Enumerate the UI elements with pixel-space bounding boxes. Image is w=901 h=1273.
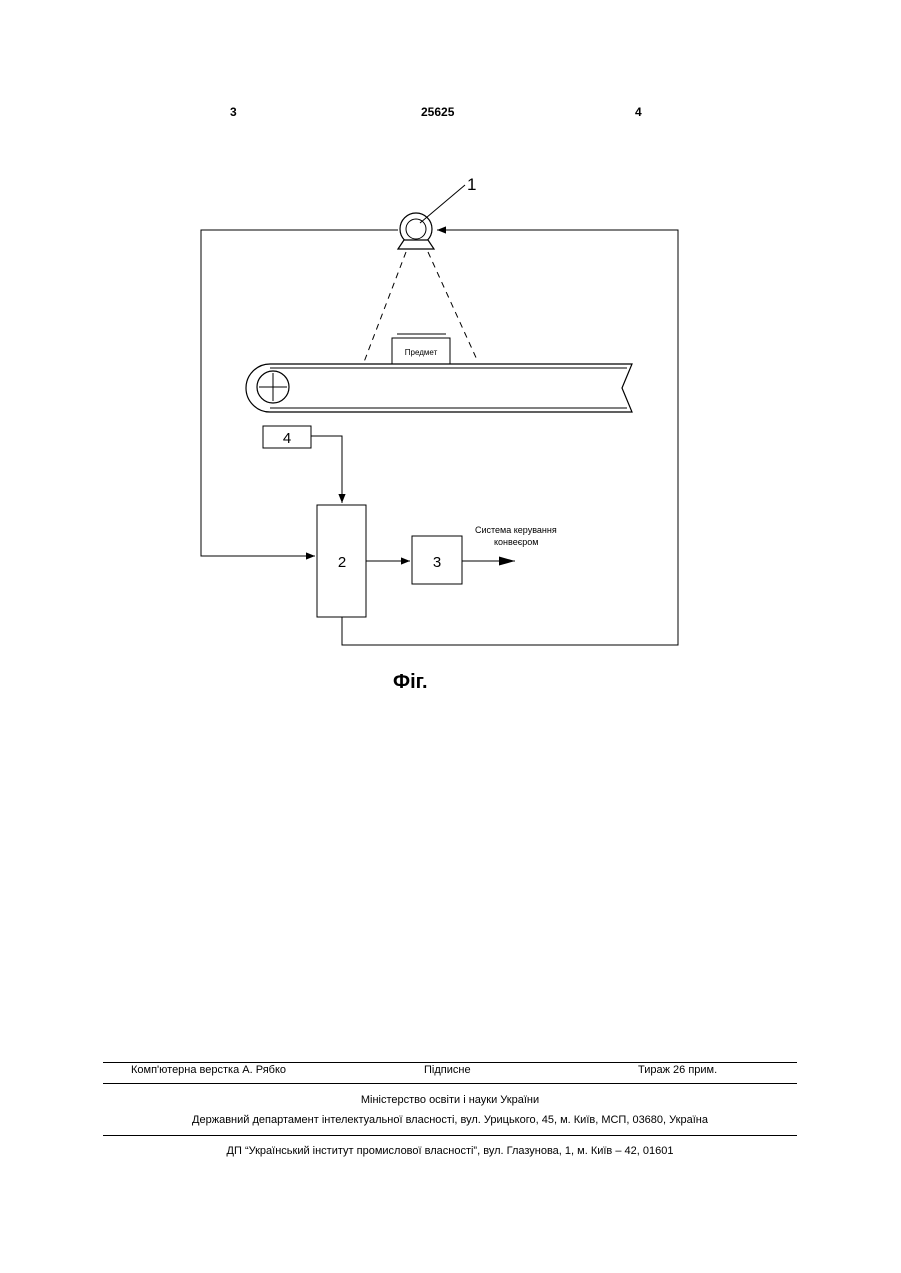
output-label-line1: Система керування bbox=[475, 525, 557, 535]
footer-institute: ДП “Український інститут промислової вла… bbox=[103, 1145, 797, 1157]
footer-rule-top bbox=[103, 1062, 797, 1063]
block-4: 4 bbox=[263, 426, 311, 448]
line-4-to-2 bbox=[311, 436, 342, 503]
footer-signed: Підписне bbox=[424, 1064, 471, 1076]
object-label: Предмет bbox=[405, 348, 438, 357]
footer-ministry: Міністерство освіти і науки України bbox=[103, 1094, 797, 1106]
output-label-line2: конвеєром bbox=[494, 537, 539, 547]
callout-label: 1 bbox=[467, 175, 476, 194]
block-4-label: 4 bbox=[283, 430, 291, 447]
callout-leader bbox=[420, 185, 465, 223]
line-2-to-camera bbox=[342, 230, 678, 645]
object-box: Предмет bbox=[392, 334, 450, 364]
conveyor-belt bbox=[246, 364, 632, 412]
footer-department: Державний департамент інтелектуальної вл… bbox=[103, 1114, 797, 1126]
block-2-label: 2 bbox=[338, 554, 346, 571]
conveyor-diagram: 1 Предмет 4 2 3 Система керування конвеє… bbox=[0, 0, 901, 720]
block-2: 2 bbox=[317, 505, 366, 617]
footer-rule-middle bbox=[103, 1083, 797, 1084]
figure-caption: Фіг. bbox=[393, 671, 428, 694]
footer-rule-bottom bbox=[103, 1135, 797, 1136]
block-3-label: 3 bbox=[433, 554, 441, 571]
footer-typesetting: Комп'ютерна верстка А. Рябко bbox=[131, 1064, 286, 1076]
camera-icon bbox=[398, 213, 434, 249]
block-3: 3 bbox=[412, 536, 462, 584]
footer-circulation: Тираж 26 прим. bbox=[638, 1064, 717, 1076]
